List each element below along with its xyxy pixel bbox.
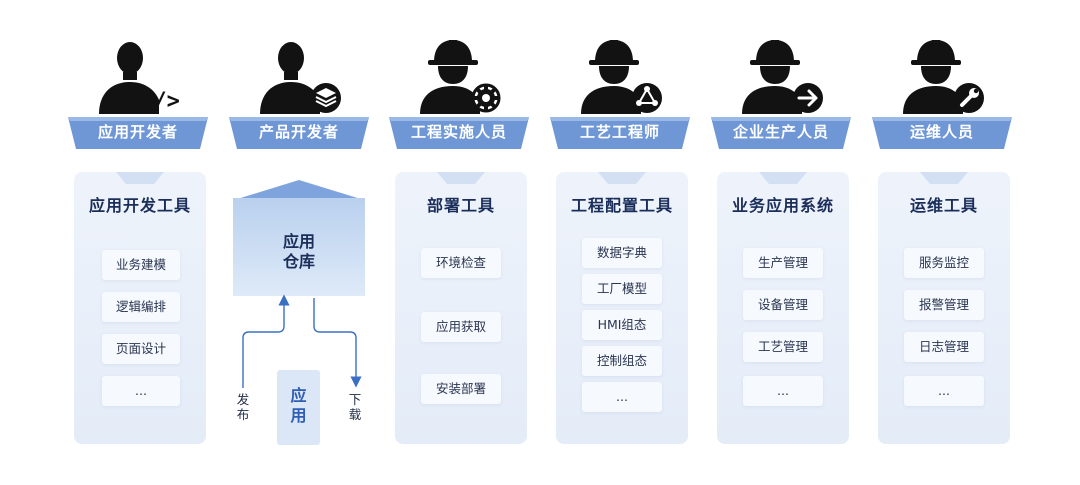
warehouse-label-line2: 仓库 (282, 252, 315, 271)
item-logic-orchestration[interactable]: 逻辑编排 (102, 292, 180, 322)
role-banner-process-engineer: 工艺工程师 (550, 115, 690, 151)
role-banner-app-developer: 应用开发者 (68, 115, 208, 151)
role-label: 运维人员 (909, 123, 974, 141)
developer-layers-icon (260, 42, 341, 114)
worker-arrow-icon (742, 40, 823, 114)
item-env-check[interactable]: 环境检查 (421, 248, 501, 278)
item-process-mgmt[interactable]: 工艺管理 (743, 332, 823, 362)
column-ops-staff: 运维人员 运维工具 服务监控 报警管理 日志管理 ... (872, 0, 1012, 485)
panel-engineering-config-tools: 工程配置工具 数据字典 工厂模型 HMI组态 控制组态 ... (556, 172, 688, 444)
item-factory-model[interactable]: 工厂模型 (582, 274, 662, 304)
role-banner-implementation-staff: 工程实施人员 (389, 115, 529, 151)
role-banner-product-developer: 产品开发者 (229, 115, 369, 151)
column-implementation-staff: 工程实施人员 部署工具 环境检查 应用获取 安装部署 (389, 0, 529, 485)
panel-notch (598, 172, 646, 184)
panel-title: 部署工具 (426, 196, 495, 215)
download-char-2: 载 (348, 407, 362, 422)
role-label: 企业生产人员 (732, 123, 829, 141)
item-alarm-mgmt[interactable]: 报警管理 (904, 290, 984, 320)
panel-title: 业务应用系统 (731, 196, 834, 215)
panel-app-dev-tools: 应用开发工具 业务建模 逻辑编排 页面设计 ... (74, 172, 206, 444)
panel-notch (437, 172, 485, 184)
warehouse-roof (234, 180, 364, 200)
publish-char-1: 发 (236, 392, 250, 407)
item-business-modeling[interactable]: 业务建模 (102, 250, 180, 280)
item-more[interactable]: ... (904, 376, 984, 406)
app-package-label: 应 用 (277, 386, 320, 426)
warehouse-label-line1: 应用 (282, 232, 315, 251)
item-app-fetch[interactable]: 应用获取 (421, 312, 501, 342)
publish-label: 发 布 (235, 392, 251, 422)
flow-arrows (242, 294, 362, 388)
column-process-engineer: 工艺工程师 工程配置工具 数据字典 工厂模型 HMI组态 控制组态 ... (550, 0, 690, 485)
panel-notch (759, 172, 807, 184)
item-control-config[interactable]: 控制组态 (582, 346, 662, 376)
item-data-dictionary[interactable]: 数据字典 (582, 238, 662, 268)
item-page-design[interactable]: 页面设计 (102, 334, 180, 364)
panel-business-app-system: 业务应用系统 生产管理 设备管理 工艺管理 ... (717, 172, 849, 444)
svg-text:</>: </> (140, 89, 180, 114)
item-more[interactable]: ... (743, 376, 823, 406)
app-warehouse[interactable] (233, 198, 365, 296)
panel-title: 工程配置工具 (570, 196, 673, 215)
panel-notch (116, 172, 164, 184)
item-service-monitor[interactable]: 服务监控 (904, 248, 984, 278)
item-install-deploy[interactable]: 安装部署 (421, 374, 501, 404)
role-label: 工程实施人员 (410, 123, 507, 141)
column-production-staff: 企业生产人员 业务应用系统 生产管理 设备管理 工艺管理 ... (711, 0, 851, 485)
item-hmi-config[interactable]: HMI组态 (582, 310, 662, 340)
item-equipment-mgmt[interactable]: 设备管理 (743, 290, 823, 320)
panel-deploy-tools: 部署工具 环境检查 应用获取 安装部署 (395, 172, 527, 444)
role-label: 工艺工程师 (579, 123, 660, 141)
download-label: 下 载 (347, 392, 363, 422)
warehouse-label: 应用 仓库 (233, 232, 365, 272)
role-banner-ops-staff: 运维人员 (872, 115, 1012, 151)
app-label-line1: 应 (290, 386, 307, 405)
column-app-developer: </> 应用开发者 应用开发工具 业务建模 逻辑编排 页面设计 ... (68, 0, 208, 485)
role-label: 应用开发者 (97, 123, 178, 141)
panel-notch (920, 172, 968, 184)
item-more[interactable]: ... (582, 382, 662, 412)
worker-wrench-icon (903, 40, 984, 114)
panel-title: 运维工具 (909, 196, 978, 215)
worker-gear-icon (420, 40, 501, 114)
app-label-line2: 用 (290, 406, 307, 425)
column-product-developer: 产品开发者 (229, 0, 369, 485)
publish-char-2: 布 (236, 407, 250, 422)
role-banner-production-staff: 企业生产人员 (711, 115, 851, 151)
item-more[interactable]: ... (102, 376, 180, 406)
worker-nodes-icon (581, 40, 662, 114)
item-log-mgmt[interactable]: 日志管理 (904, 332, 984, 362)
download-char-1: 下 (348, 392, 362, 407)
app-package[interactable] (277, 370, 320, 445)
role-label: 产品开发者 (258, 123, 339, 141)
panel-ops-tools: 运维工具 服务监控 报警管理 日志管理 ... (878, 172, 1010, 444)
developer-code-icon: </> (99, 42, 180, 114)
panel-title: 应用开发工具 (88, 196, 191, 215)
item-production-mgmt[interactable]: 生产管理 (743, 248, 823, 278)
